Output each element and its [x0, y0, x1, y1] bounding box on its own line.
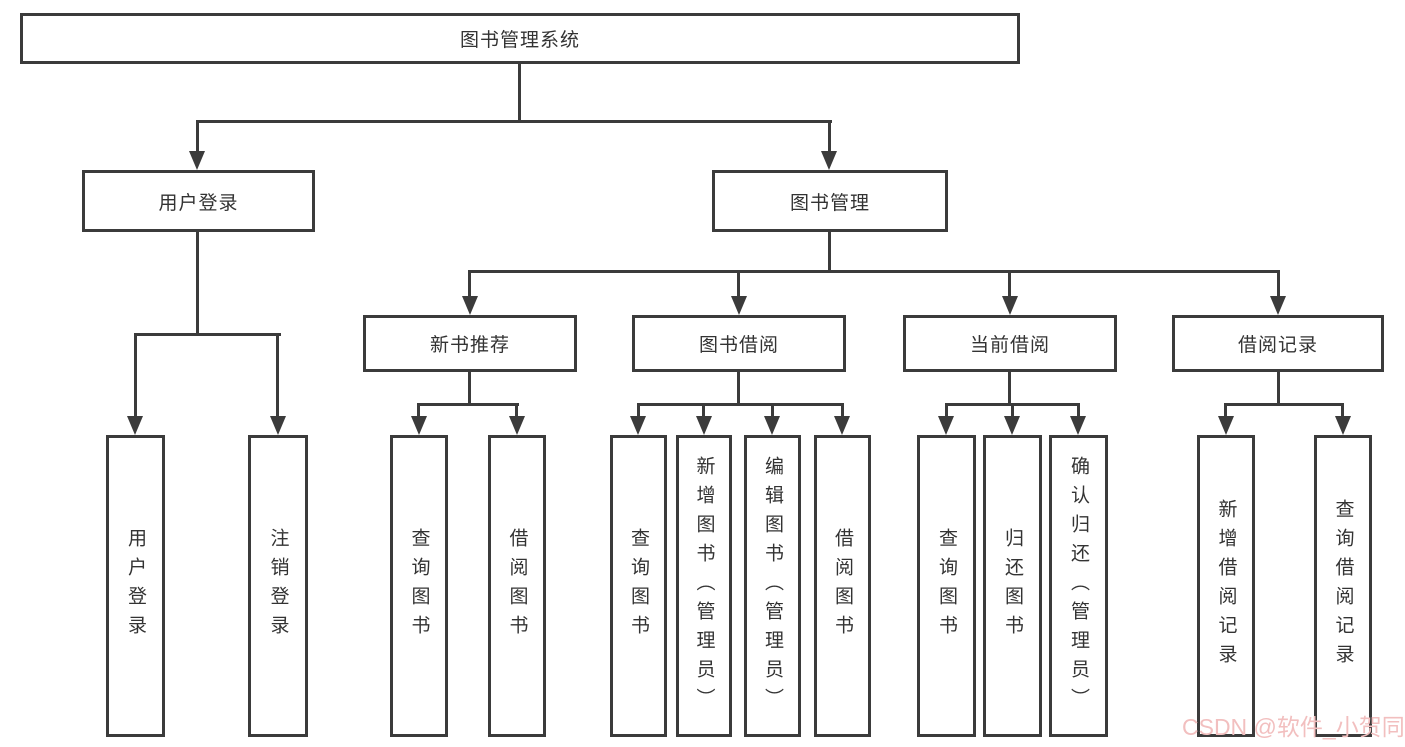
leaf-borrow-edit-books-admin-label: 编辑图书（管理员）	[762, 455, 783, 717]
connector-line	[1277, 270, 1280, 297]
node-book-borrow: 图书借阅	[632, 315, 846, 372]
arrowhead-icon	[696, 416, 712, 435]
connector-line	[419, 403, 519, 406]
node-current-borrow-label: 当前借阅	[969, 335, 1050, 356]
connector-line	[1077, 403, 1080, 417]
leaf-user-login-label: 用户登录	[125, 528, 146, 644]
arrowhead-icon	[1070, 416, 1086, 435]
node-library-system-label: 图书管理系统	[459, 30, 580, 51]
csdn-watermark: CSDN @软件_小贺同学	[1182, 714, 1405, 740]
connector-line	[1011, 403, 1014, 417]
connector-line	[702, 403, 705, 417]
node-new-book-recommend: 新书推荐	[363, 315, 577, 372]
connector-line	[1226, 403, 1343, 406]
leaf-records-add-record: 新增借阅记录	[1197, 435, 1255, 737]
node-user-login: 用户登录	[82, 170, 315, 232]
arrowhead-icon	[1270, 296, 1286, 315]
leaf-borrow-add-books-admin: 新增图书（管理员）	[676, 435, 732, 737]
connector-line	[737, 372, 740, 406]
arrowhead-icon	[1335, 416, 1351, 435]
connector-line	[638, 403, 844, 406]
leaf-borrow-query-books: 查询图书	[610, 435, 667, 737]
connector-line	[417, 403, 420, 417]
leaf-logout-label: 注销登录	[267, 528, 289, 644]
leaf-newrec-borrow-books: 借阅图书	[488, 435, 546, 737]
node-book-borrow-label: 图书借阅	[698, 335, 779, 356]
node-current-borrow: 当前借阅	[903, 315, 1117, 372]
leaf-current-query-books: 查询图书	[917, 435, 976, 737]
arrowhead-icon	[1004, 416, 1020, 435]
leaf-newrec-borrow-books-label: 借阅图书	[506, 528, 528, 644]
arrowhead-icon	[630, 416, 646, 435]
connector-line	[828, 120, 831, 153]
connector-line	[518, 63, 521, 123]
arrowhead-icon	[1218, 416, 1234, 435]
connector-line	[945, 403, 948, 417]
leaf-user-login: 用户登录	[106, 435, 165, 737]
arrowhead-icon	[834, 416, 850, 435]
leaf-logout: 注销登录	[248, 435, 308, 737]
arrowhead-icon	[411, 416, 427, 435]
leaf-records-add-record-label: 新增借阅记录	[1215, 499, 1237, 673]
arrowhead-icon	[938, 416, 954, 435]
arrowhead-icon	[509, 416, 525, 435]
connector-line	[470, 270, 1280, 273]
leaf-current-return-books-label: 归还图书	[1002, 528, 1023, 644]
leaf-borrow-borrow-books-label: 借阅图书	[832, 528, 853, 644]
connector-line	[1008, 270, 1011, 297]
connector-line	[134, 333, 281, 336]
leaf-borrow-add-books-admin-label: 新增图书（管理员）	[693, 455, 715, 717]
arrowhead-icon	[270, 416, 286, 435]
connector-line	[841, 403, 844, 417]
arrowhead-icon	[1002, 296, 1018, 315]
connector-line	[637, 403, 640, 417]
leaf-borrow-borrow-books: 借阅图书	[814, 435, 871, 737]
arrowhead-icon	[764, 416, 780, 435]
connector-line	[468, 270, 471, 297]
arrowhead-icon	[189, 151, 205, 170]
node-book-management: 图书管理	[712, 170, 948, 232]
connector-line	[771, 403, 774, 417]
node-user-login-label: 用户登录	[158, 192, 239, 214]
connector-line	[1008, 372, 1011, 406]
leaf-borrow-edit-books-admin: 编辑图书（管理员）	[744, 435, 801, 737]
node-library-system: 图书管理系统	[20, 13, 1020, 64]
leaf-current-confirm-return-admin-label: 确认归还（管理员）	[1068, 455, 1089, 717]
arrowhead-icon	[821, 151, 837, 170]
node-book-management-label: 图书管理	[789, 192, 870, 214]
leaf-borrow-query-books-label: 查询图书	[628, 528, 649, 644]
connector-line	[276, 333, 279, 417]
leaf-newrec-query-books-label: 查询图书	[408, 528, 430, 644]
connector-line	[196, 232, 199, 336]
node-borrow-records-label: 借阅记录	[1237, 335, 1318, 356]
connector-line	[1224, 403, 1227, 417]
connector-line	[1341, 403, 1344, 417]
leaf-newrec-query-books: 查询图书	[390, 435, 448, 737]
leaf-current-return-books: 归还图书	[983, 435, 1042, 737]
arrowhead-icon	[127, 416, 143, 435]
leaf-records-query-record: 查询借阅记录	[1314, 435, 1372, 737]
leaf-current-query-books-label: 查询图书	[936, 528, 957, 644]
connector-line	[197, 120, 832, 123]
connector-line	[134, 333, 137, 417]
leaf-records-query-record-label: 查询借阅记录	[1332, 499, 1354, 673]
connector-line	[1277, 372, 1280, 406]
node-borrow-records: 借阅记录	[1172, 315, 1384, 372]
leaf-current-confirm-return-admin: 确认归还（管理员）	[1049, 435, 1108, 737]
arrowhead-icon	[731, 296, 747, 315]
node-new-book-recommend-label: 新书推荐	[429, 335, 510, 356]
connector-line	[468, 372, 471, 406]
connector-line	[737, 270, 740, 297]
connector-line	[828, 232, 831, 273]
connector-line	[196, 120, 199, 153]
arrowhead-icon	[462, 296, 478, 315]
connector-line	[515, 403, 518, 417]
